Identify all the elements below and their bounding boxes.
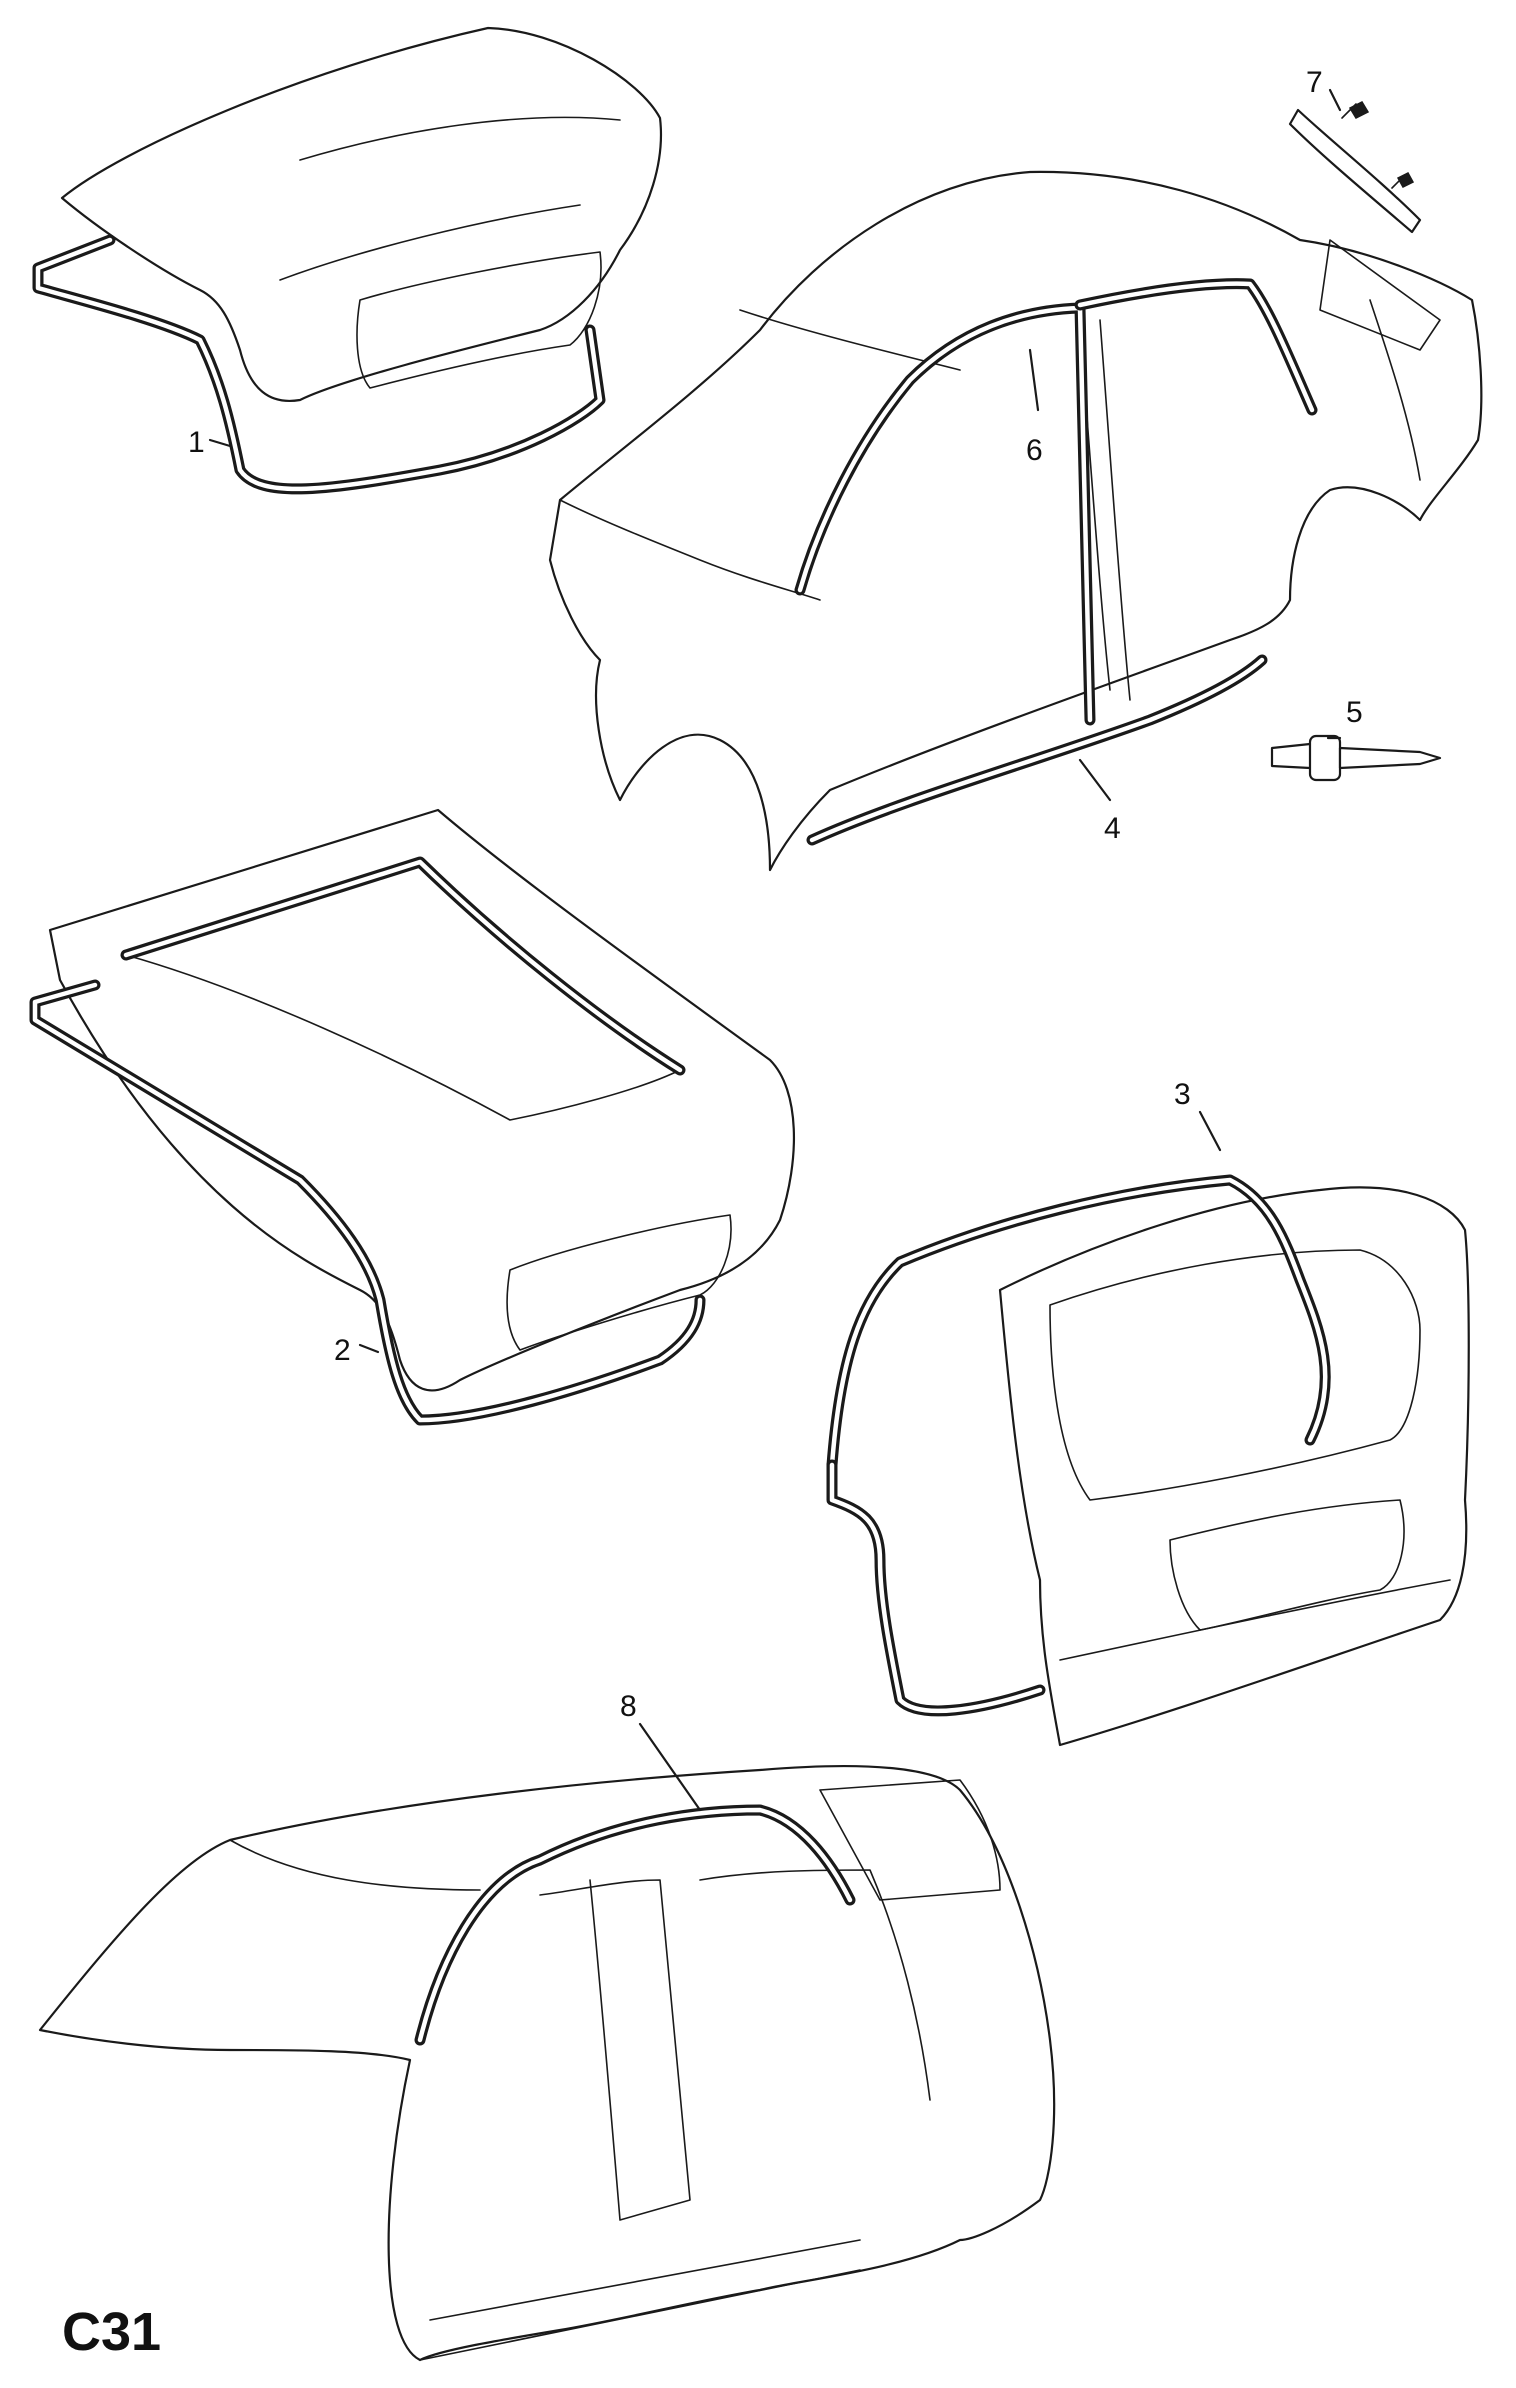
diagram-code: C31 (62, 2302, 161, 2362)
front-door-opening-seal[interactable] (794, 302, 1096, 726)
callout-3: 3 (1174, 1078, 1191, 1111)
callout-7: 7 (1306, 66, 1323, 99)
callout-4: 4 (1104, 812, 1121, 845)
callout-6: 6 (1026, 434, 1043, 467)
tailgate-aperture-seal[interactable] (29, 979, 706, 1426)
retainer-plug[interactable] (1270, 734, 1442, 782)
hatchback-tailgate[interactable] (48, 808, 796, 1392)
boot-lid-seal[interactable] (32, 234, 606, 495)
roof-moulding-clip[interactable] (1288, 101, 1422, 234)
estate-body-shell[interactable] (38, 1764, 1056, 2362)
rear-door-opening-seal[interactable] (1074, 278, 1318, 416)
callout-5: 5 (1346, 696, 1363, 729)
tailgate-glass-seal[interactable] (120, 856, 686, 1076)
estate-tailgate[interactable] (998, 1186, 1470, 1747)
callout-1: 1 (188, 426, 205, 459)
roof-seal[interactable] (414, 1804, 856, 2046)
sedan-boot-lid[interactable] (60, 26, 663, 402)
sill-seal[interactable] (806, 654, 1268, 846)
callout-8: 8 (620, 1690, 637, 1723)
estate-aperture-seal[interactable] (826, 1174, 1331, 1717)
sedan-body-shell[interactable] (548, 170, 1483, 872)
callout-2: 2 (334, 1334, 351, 1367)
leader-lines (208, 88, 1342, 1812)
